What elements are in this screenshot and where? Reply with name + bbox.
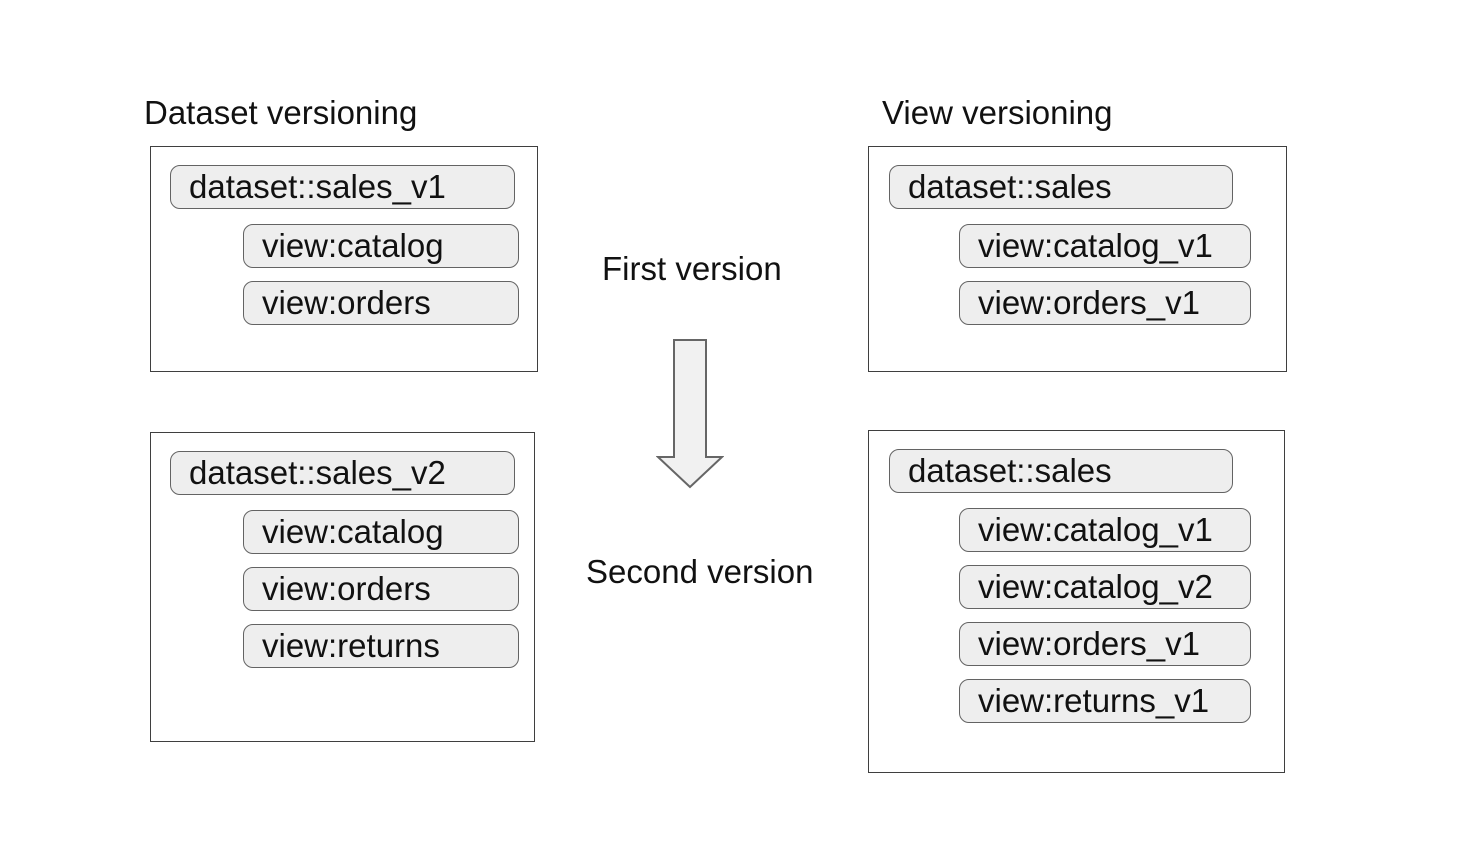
view-pill: view:catalog_v2 xyxy=(959,565,1251,609)
heading-dataset-versioning: Dataset versioning xyxy=(144,94,418,131)
view-pill: view:returns xyxy=(243,624,519,668)
down-arrow-icon xyxy=(656,339,724,489)
view-pill: view:returns_v1 xyxy=(959,679,1251,723)
view-pill: view:catalog xyxy=(243,224,519,268)
view-pill: view:catalog xyxy=(243,510,519,554)
dataset-pill: dataset::sales_v1 xyxy=(170,165,515,209)
dataset-pill: dataset::sales xyxy=(889,165,1233,209)
view-pill: view:orders xyxy=(243,281,519,325)
second-version-label: Second version xyxy=(586,553,814,590)
dataset-pill: dataset::sales xyxy=(889,449,1233,493)
first-version-label: First version xyxy=(602,250,782,287)
view-pill: view:catalog_v1 xyxy=(959,508,1251,552)
heading-view-versioning: View versioning xyxy=(882,94,1113,131)
view-pill: view:catalog_v1 xyxy=(959,224,1251,268)
panel-dataset-versioning-v1: dataset::sales_v1 view:catalog view:orde… xyxy=(150,146,538,372)
panel-dataset-versioning-v2: dataset::sales_v2 view:catalog view:orde… xyxy=(150,432,535,742)
dataset-pill: dataset::sales_v2 xyxy=(170,451,515,495)
view-pill: view:orders_v1 xyxy=(959,622,1251,666)
panel-view-versioning-v1: dataset::sales view:catalog_v1 view:orde… xyxy=(868,146,1287,372)
view-pill: view:orders xyxy=(243,567,519,611)
view-pill: view:orders_v1 xyxy=(959,281,1251,325)
panel-view-versioning-v2: dataset::sales view:catalog_v1 view:cata… xyxy=(868,430,1285,773)
